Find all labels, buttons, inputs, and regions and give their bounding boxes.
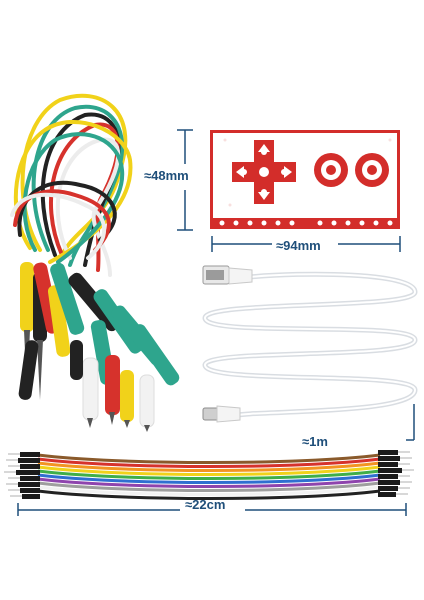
- usb-cable-length-label: ≈1m: [302, 434, 328, 449]
- cable-length-marker: [406, 404, 415, 441]
- click-key-label: CLICK: [365, 192, 379, 197]
- left-header-pins: [16, 452, 40, 499]
- makey-board: [210, 130, 400, 229]
- alligator-clip-leads: [10, 93, 180, 432]
- jumper-wire-length-label: ≈22cm: [185, 497, 226, 512]
- board-width-label: ≈94mm: [276, 238, 321, 253]
- jumper-wire-ribbon: [4, 450, 414, 500]
- usb-a-connector: [202, 265, 253, 285]
- clip-green-4: [131, 324, 180, 386]
- space-pad: [314, 153, 348, 187]
- clip-yellow-2: [47, 285, 71, 357]
- width-dimension-marker: [211, 236, 401, 252]
- board-height-label: ≈48mm: [144, 168, 189, 183]
- height-dimension-marker: [177, 129, 193, 231]
- space-key-label: SPACE: [322, 192, 337, 197]
- clip-green-1: [50, 262, 85, 335]
- right-header-pins: [378, 450, 402, 497]
- arrow-keys-pad: [232, 140, 296, 204]
- clip-black-3: [18, 340, 39, 400]
- clip-yellow-3: [120, 370, 134, 428]
- click-pad: [355, 153, 389, 187]
- mini-usb-connector: [202, 405, 241, 423]
- clip-white-2: [139, 374, 155, 432]
- clip-white-1: [82, 357, 99, 428]
- clip-red-2: [105, 355, 120, 425]
- earth-strip-label: EARTH: [296, 210, 311, 215]
- clip-black-4: [70, 340, 83, 380]
- usb-cable: [202, 265, 418, 423]
- wire-length-marker: [17, 503, 407, 516]
